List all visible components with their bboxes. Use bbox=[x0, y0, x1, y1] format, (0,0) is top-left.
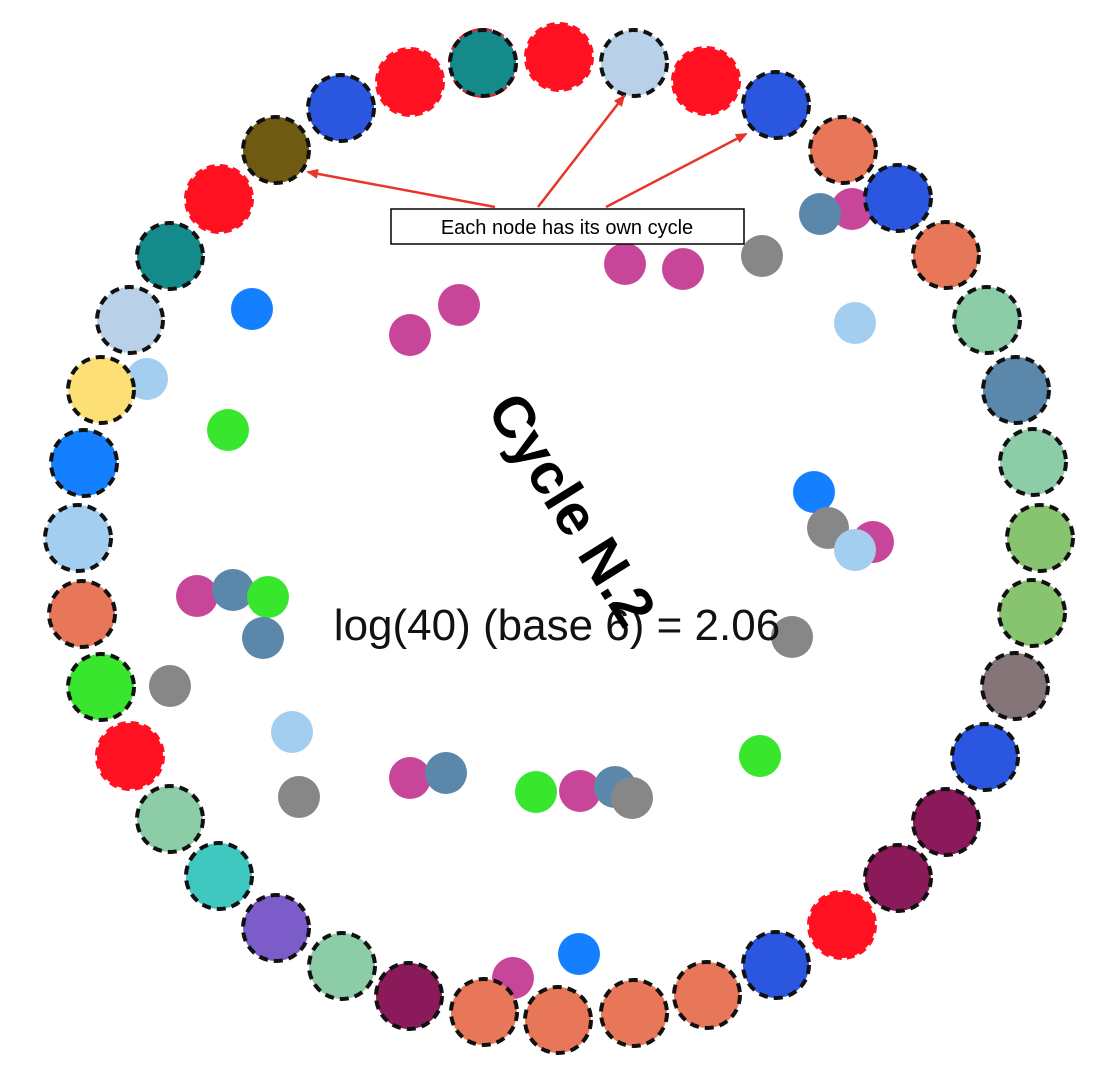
ring-node[interactable] bbox=[911, 220, 981, 290]
ring-node[interactable] bbox=[449, 977, 519, 1047]
ring-node[interactable] bbox=[599, 28, 669, 98]
inner-node bbox=[389, 314, 431, 356]
inner-node bbox=[278, 776, 320, 818]
inner-node bbox=[771, 616, 813, 658]
ring-node[interactable] bbox=[808, 115, 878, 185]
ring-node[interactable] bbox=[241, 115, 311, 185]
inner-node bbox=[247, 576, 289, 618]
ring-node[interactable] bbox=[863, 843, 933, 913]
inner-node bbox=[149, 665, 191, 707]
inner-node bbox=[834, 302, 876, 344]
ring-node[interactable] bbox=[950, 722, 1020, 792]
inner-node bbox=[271, 711, 313, 753]
ring-node[interactable] bbox=[49, 428, 119, 498]
ring-node[interactable] bbox=[374, 961, 444, 1031]
ring-node[interactable] bbox=[184, 841, 254, 911]
inner-node bbox=[438, 284, 480, 326]
inner-node bbox=[425, 752, 467, 794]
ring-node[interactable] bbox=[741, 70, 811, 140]
inner-node bbox=[515, 771, 557, 813]
ring-node[interactable] bbox=[95, 285, 165, 355]
ring-node[interactable] bbox=[911, 787, 981, 857]
inner-node bbox=[559, 770, 601, 812]
cycle-label: Cycle N.2 bbox=[475, 382, 669, 638]
ring-node[interactable] bbox=[135, 221, 205, 291]
inner-node bbox=[739, 735, 781, 777]
annotation-box: Each node has its own cycle bbox=[390, 208, 745, 245]
ring-node[interactable] bbox=[448, 28, 518, 98]
ring-node[interactable] bbox=[1005, 503, 1075, 573]
inner-node bbox=[611, 777, 653, 819]
formula-label: log(40) (base 6) = 2.06 bbox=[334, 601, 780, 650]
inner-node bbox=[662, 248, 704, 290]
inner-node bbox=[604, 243, 646, 285]
inner-node bbox=[558, 933, 600, 975]
ring-node[interactable] bbox=[671, 46, 741, 116]
ring-node[interactable] bbox=[43, 503, 113, 573]
inner-node bbox=[207, 409, 249, 451]
inner-node bbox=[831, 188, 873, 230]
ring-node[interactable] bbox=[672, 960, 742, 1030]
ring-node[interactable] bbox=[135, 784, 205, 854]
inner-node bbox=[389, 757, 431, 799]
inner-node bbox=[231, 288, 273, 330]
ring-node[interactable] bbox=[980, 651, 1050, 721]
inner-node bbox=[126, 358, 168, 400]
inner-node bbox=[212, 569, 254, 611]
ring-node[interactable] bbox=[523, 985, 593, 1055]
ring-node[interactable] bbox=[47, 579, 117, 649]
annotation-arrow-right bbox=[605, 132, 748, 209]
ring-node[interactable] bbox=[741, 930, 811, 1000]
inner-node bbox=[799, 193, 841, 235]
ring-node[interactable] bbox=[998, 427, 1068, 497]
ring-node[interactable] bbox=[981, 355, 1051, 425]
annotation-text: Each node has its own cycle bbox=[441, 217, 693, 239]
ring-node[interactable] bbox=[807, 890, 877, 960]
ring-node[interactable] bbox=[375, 47, 445, 117]
ring-node[interactable] bbox=[524, 22, 594, 92]
inner-node bbox=[741, 235, 783, 277]
ring-node[interactable] bbox=[863, 163, 933, 233]
annotation-arrow-left bbox=[306, 168, 496, 209]
inner-nodes bbox=[126, 188, 894, 999]
ring-nodes bbox=[43, 22, 1075, 1055]
ring-node[interactable] bbox=[997, 578, 1067, 648]
inner-node bbox=[176, 575, 218, 617]
inner-node bbox=[242, 617, 284, 659]
ring-node[interactable] bbox=[66, 652, 136, 722]
ring-node[interactable] bbox=[241, 893, 311, 963]
ring-node[interactable] bbox=[599, 978, 669, 1048]
ring-node[interactable] bbox=[952, 285, 1022, 355]
annotation-arrow-middle bbox=[537, 94, 626, 208]
annotation-arrows bbox=[306, 94, 748, 209]
ring-node[interactable] bbox=[306, 73, 376, 143]
ring-node[interactable] bbox=[307, 931, 377, 1001]
ring-node[interactable] bbox=[95, 721, 165, 791]
inner-node bbox=[793, 471, 835, 513]
inner-node bbox=[834, 529, 876, 571]
ring-node[interactable] bbox=[184, 164, 254, 234]
ring-node[interactable] bbox=[66, 355, 136, 425]
